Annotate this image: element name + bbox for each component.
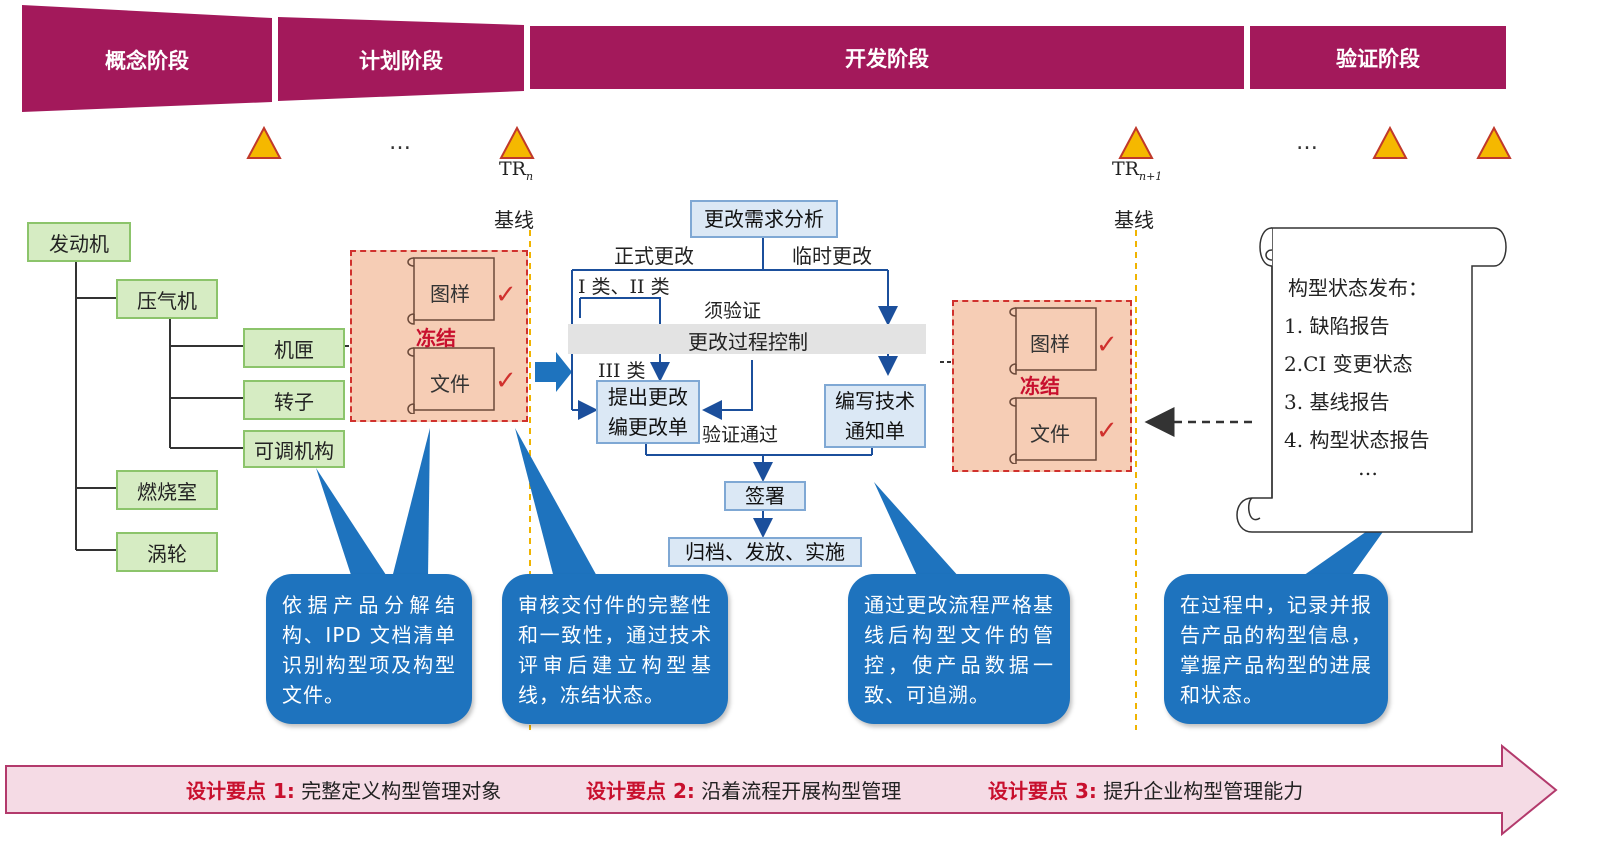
release-title: 构型状态发布： xyxy=(1288,276,1428,300)
propose-change-box: 提出更改 编更改单 xyxy=(596,380,700,444)
doc-scrolls-left xyxy=(407,257,495,414)
tree-compressor: 压气机 xyxy=(116,279,218,319)
archive-box: 归档、发放、实施 xyxy=(668,537,862,567)
tech-notice-box: 编写技术 通知单 xyxy=(824,384,926,448)
tree-lines xyxy=(75,258,243,551)
design-point-2: 设计要点 2: 沿着流程开展构型管理 xyxy=(586,779,902,803)
phase-plan: 计划阶段 xyxy=(359,49,443,73)
formal-change-label: 正式更改 xyxy=(614,244,694,268)
milestone-triangle-icon xyxy=(499,125,535,159)
need-verify-label: 须验证 xyxy=(704,300,762,322)
tr-n-label: TRn xyxy=(499,158,534,183)
bubble-control: 通过更改流程严格基线后构型文件的管控，使产品数据一致、可追溯。 xyxy=(848,574,1070,724)
change-control-label: 更改过程控制 xyxy=(688,330,808,354)
bottom-arrow-shape xyxy=(5,743,1558,837)
tree-root-engine: 发动机 xyxy=(27,222,131,262)
milestone-triangle-icon xyxy=(1118,125,1154,159)
class3-label: III 类 xyxy=(598,360,646,382)
tr-n1-label: TRn+1 xyxy=(1112,158,1163,183)
doc-drawing-right: 图样 xyxy=(1030,332,1070,356)
phase-header xyxy=(22,5,1506,112)
release-scroll xyxy=(1236,227,1507,533)
bubble-2-tail xyxy=(515,428,598,578)
ellipsis-2: … xyxy=(1296,130,1318,155)
temporary-change-label: 临时更改 xyxy=(792,244,872,268)
freeze-label-left: 冻结 xyxy=(416,326,456,350)
phase-concept-shape xyxy=(22,5,272,112)
doc-document-left: 文件 xyxy=(430,372,470,396)
ellipsis-1: … xyxy=(389,130,411,155)
bubble-audit: 审核交付件的完整性和一致性，通过技术评审后建立构型基线，冻结状态。 xyxy=(502,574,728,724)
check-icon: ✓ xyxy=(495,280,517,310)
class12-label: I 类、II 类 xyxy=(578,276,670,298)
check-icon: ✓ xyxy=(1096,416,1118,446)
freeze-label-right: 冻结 xyxy=(1020,374,1060,398)
bubble-1-tail-2 xyxy=(392,428,430,578)
big-arrow-icon xyxy=(535,352,572,392)
bubble-3-tail xyxy=(874,482,960,578)
milestone-triangle-icon xyxy=(1372,125,1408,159)
tree-adjustable: 可调机构 xyxy=(243,430,345,468)
phase-plan-shape xyxy=(278,17,524,101)
phase-develop: 开发阶段 xyxy=(845,47,929,71)
phase-concept: 概念阶段 xyxy=(105,49,189,73)
release-item: 1. 缺陷报告 xyxy=(1284,314,1390,338)
release-item: … xyxy=(1358,456,1378,480)
baseline-label-2: 基线 xyxy=(1114,208,1154,232)
design-point-3: 设计要点 3: 提升企业构型管理能力 xyxy=(988,779,1304,803)
tree-casing: 机匣 xyxy=(243,328,345,368)
verified-label: 验证通过 xyxy=(702,424,779,446)
bubble-identify: 依据产品分解结构、IPD 文档清单识别构型项及构型文件。 xyxy=(266,574,472,724)
milestones xyxy=(246,125,1512,159)
bubble-record: 在过程中，记录并报告产品的构型信息，掌握产品构型的进展和状态。 xyxy=(1164,574,1388,724)
phase-develop-shape xyxy=(530,26,1244,89)
release-item: 4. 构型状态报告 xyxy=(1284,428,1430,452)
design-point-1: 设计要点 1: 完整定义构型管理对象 xyxy=(186,779,502,803)
tree-turbine: 涡轮 xyxy=(116,532,218,572)
tree-rotor: 转子 xyxy=(243,380,345,420)
release-item: 3. 基线报告 xyxy=(1284,390,1390,414)
tree-combustor: 燃烧室 xyxy=(116,470,218,510)
bubble-1-tail xyxy=(316,468,388,578)
doc-scrolls-right xyxy=(1009,307,1097,464)
baseline-label-1: 基线 xyxy=(494,208,534,232)
change-analysis-box: 更改需求分析 xyxy=(690,200,838,238)
control-band xyxy=(568,324,926,354)
doc-drawing-left: 图样 xyxy=(430,282,470,306)
doc-document-right: 文件 xyxy=(1030,422,1070,446)
phase-verify: 验证阶段 xyxy=(1336,47,1420,71)
milestone-triangle-icon xyxy=(246,125,282,159)
check-icon: ✓ xyxy=(495,366,517,396)
check-icon: ✓ xyxy=(1096,330,1118,360)
release-item: 2.CI 变更状态 xyxy=(1284,352,1413,376)
phase-verify-shape xyxy=(1250,26,1506,89)
sign-box: 签署 xyxy=(724,481,806,511)
milestone-triangle-icon xyxy=(1476,125,1512,159)
